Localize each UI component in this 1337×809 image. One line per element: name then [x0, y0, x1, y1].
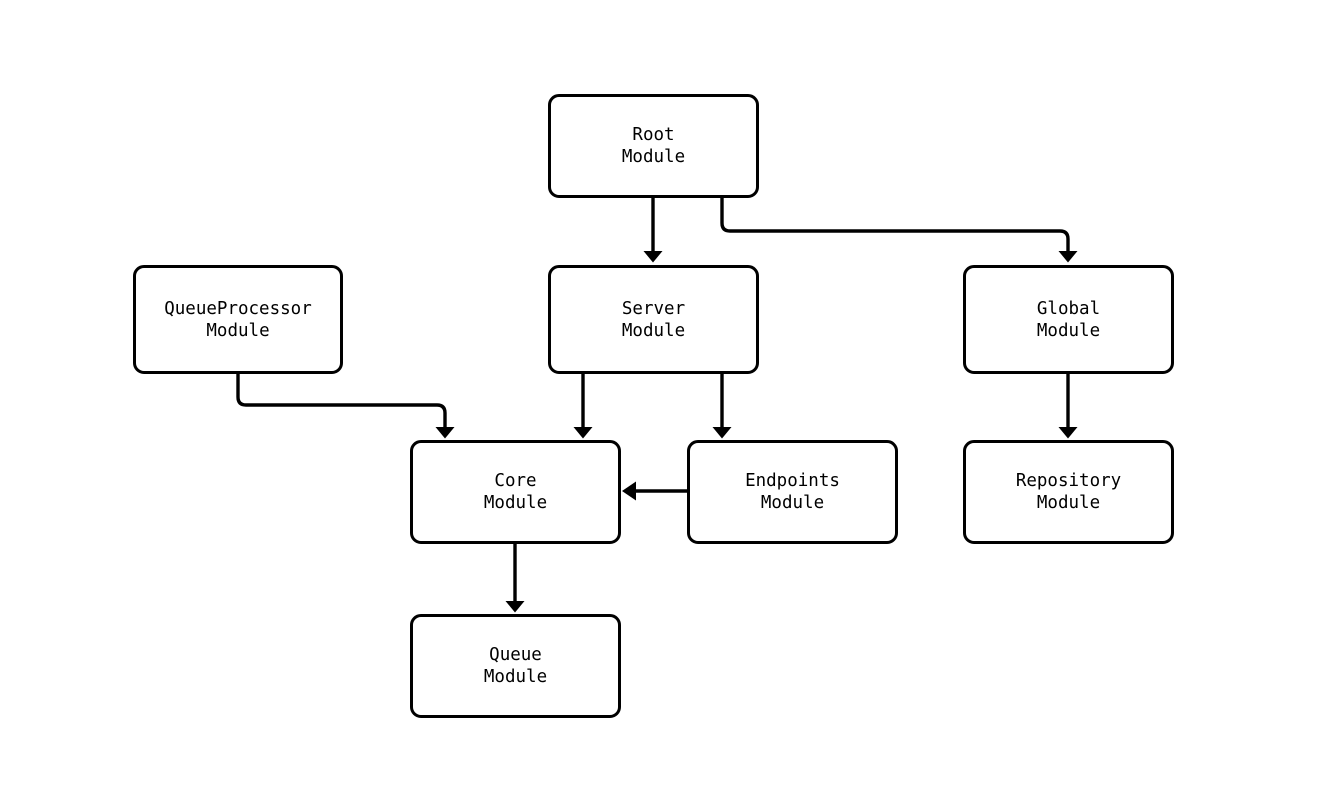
node-queueprocessor-module-line1: QueueProcessor: [164, 298, 312, 319]
node-endpoints-module-line1: Endpoints: [745, 471, 840, 491]
node-server-module[interactable]: Server Module: [548, 265, 759, 374]
edge-root-to-server: [643, 198, 663, 263]
node-root-module-line1: Root: [632, 125, 675, 145]
node-global-module[interactable]: Global Module: [963, 265, 1174, 374]
node-repository-module-line2: Module: [1036, 493, 1101, 513]
edge-endpoints-to-core: [622, 481, 687, 501]
node-root-module-line2: Module: [621, 147, 686, 167]
edge-server-to-endpoints: [712, 374, 732, 439]
edge-core-to-queue: [505, 544, 525, 613]
edge-queueprocessor-to-core: [236, 374, 455, 439]
node-repository-module-line1: Repository: [1015, 471, 1122, 491]
node-endpoints-module-line2: Module: [760, 493, 825, 513]
node-core-module-line2: Module: [483, 493, 548, 513]
node-queue-module-line2: Module: [483, 667, 548, 687]
edge-root-to-global: [720, 198, 1078, 263]
node-global-module-line2: Module: [1036, 320, 1101, 341]
node-queueprocessor-module[interactable]: QueueProcessor Module: [133, 265, 343, 374]
node-endpoints-module[interactable]: Endpoints Module: [687, 440, 898, 544]
node-server-module-line1: Server: [621, 298, 686, 319]
node-core-module[interactable]: Core Module: [410, 440, 621, 544]
node-root-module[interactable]: Root Module: [548, 94, 759, 198]
node-global-module-line1: Global: [1036, 298, 1101, 319]
node-core-module-line1: Core: [494, 471, 537, 491]
edge-server-to-core: [573, 374, 593, 439]
node-repository-module[interactable]: Repository Module: [963, 440, 1174, 544]
node-queue-module-line1: Queue: [489, 645, 542, 665]
edge-global-to-repository: [1058, 374, 1078, 439]
node-queue-module[interactable]: Queue Module: [410, 614, 621, 718]
node-queueprocessor-module-line2: Module: [206, 320, 270, 341]
node-server-module-line2: Module: [621, 320, 686, 341]
